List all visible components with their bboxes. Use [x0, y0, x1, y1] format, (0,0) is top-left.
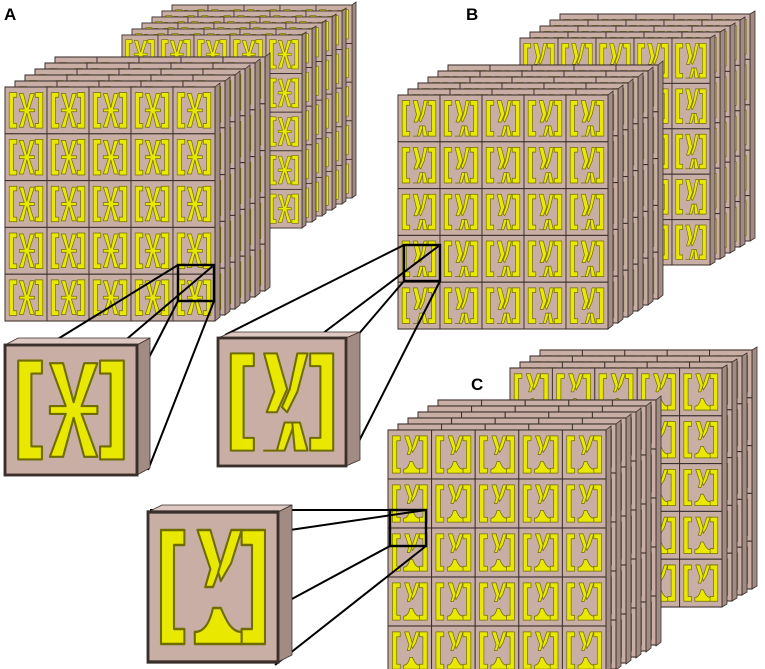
panel-b [216, 10, 756, 468]
panel-b-front-plates [398, 60, 664, 330]
panel-b-magnified-cell [216, 331, 361, 468]
panel-label-b: B [466, 5, 478, 24]
panel-b-zoom-box [402, 243, 442, 283]
panel-a [3, 1, 357, 477]
panel-c-front-plates [388, 395, 662, 669]
panel-a-magnified-cell [3, 337, 151, 477]
panel-a-zoom-box [176, 263, 216, 303]
panel-label-a: A [4, 5, 16, 24]
panel-c-magnified-cell [146, 504, 293, 664]
panel-b-back-plates [520, 10, 756, 266]
panel-a-front-plates [5, 52, 271, 322]
panel-label-c: C [471, 375, 483, 394]
panel-a-back-plates [122, 1, 357, 229]
panel-c-back-plates [510, 346, 758, 608]
panel-c [146, 346, 758, 669]
panel-c-zoom-box [388, 508, 428, 548]
